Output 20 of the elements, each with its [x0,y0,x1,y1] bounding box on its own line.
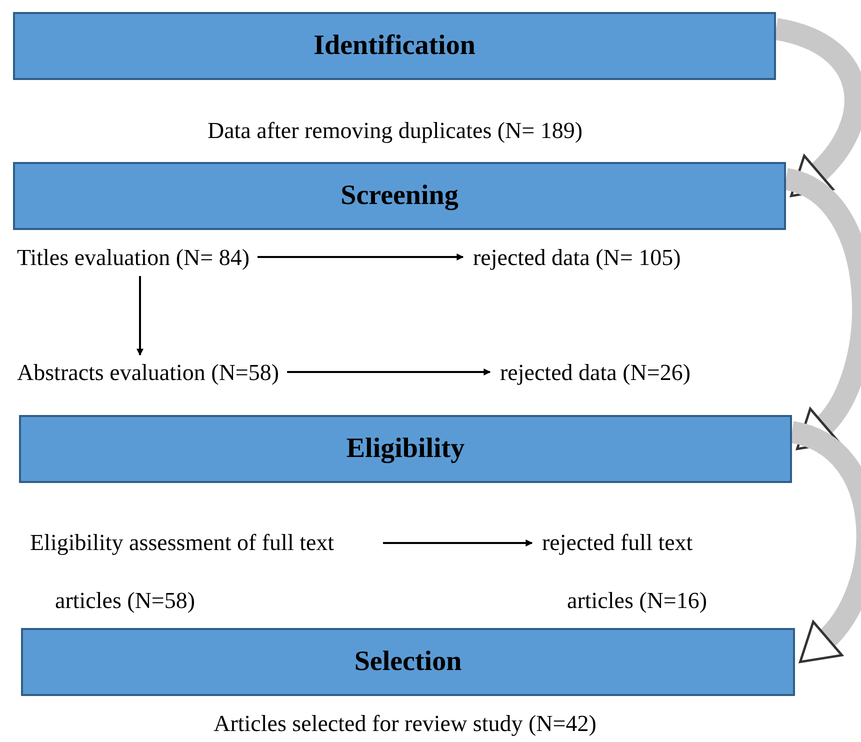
step-text: Abstracts evaluation (N=58) [17,359,280,387]
count-note: Data after removing duplicates (N= 189) [206,117,584,145]
arrow [383,540,533,546]
step-text: rejected full text articles (N=16) [542,529,708,615]
stage-title: Identification [314,29,476,63]
arrow [136,276,144,356]
step-text: Eligibility assessment of full text articles (N=58) [30,529,336,615]
arrow [287,368,491,376]
stage-box [13,12,776,80]
step-text: rejected data (N=26) [500,359,690,387]
stage-box [19,415,792,483]
stage-box [21,628,795,696]
stage-box [13,162,786,230]
stage-title: Selection [354,645,462,679]
arrow [258,254,464,260]
stage-title: Screening [340,179,458,213]
stage-title: Eligibility [346,432,465,466]
step-text: Titles evaluation (N= 84) [17,244,250,272]
step-text: rejected data (N= 105) [473,244,681,272]
count-note: Articles selected for review study (N=42) [212,710,598,738]
